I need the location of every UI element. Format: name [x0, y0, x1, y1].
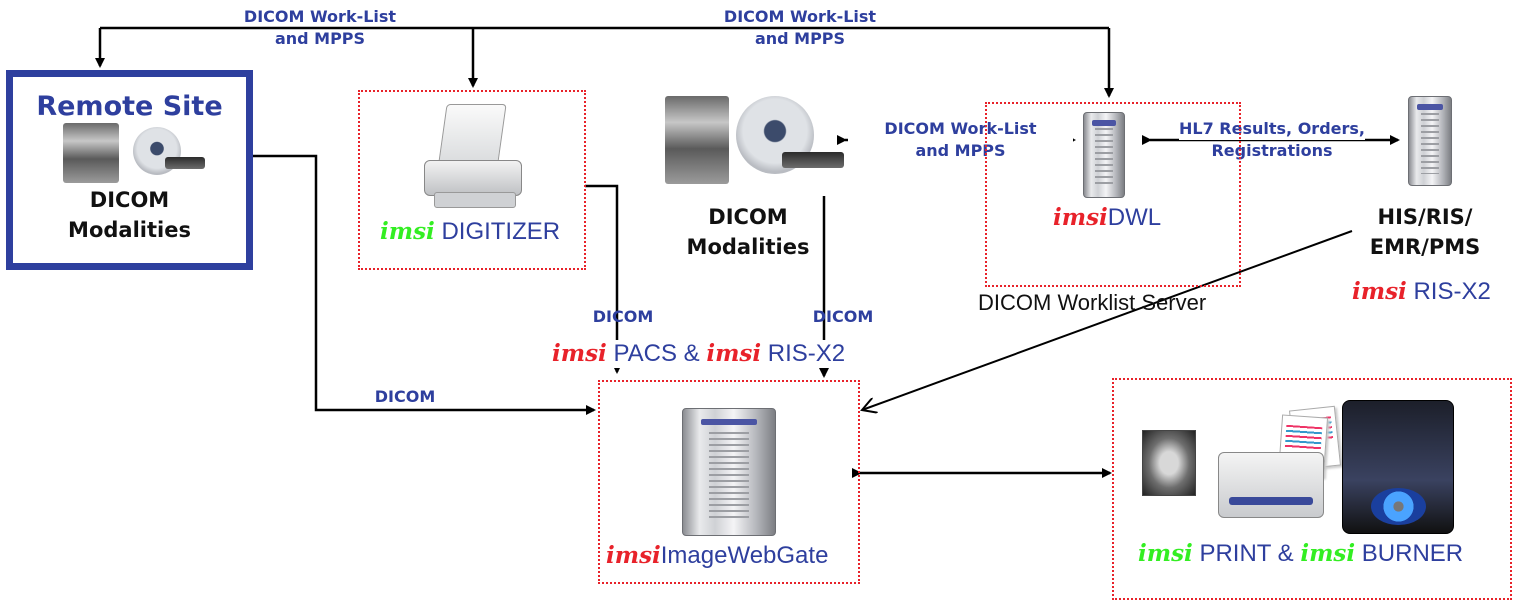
edge-label-dicom-digitizer: DICOM — [592, 307, 654, 326]
imagewebgate-label: imsiImageWebGate — [606, 542, 829, 569]
dwl-label: imsiDWL — [1053, 204, 1162, 231]
edge-label-dicom-remote: DICOM — [374, 387, 436, 406]
his-to-webgate — [862, 230, 1353, 410]
digitizer-box[interactable]: imsi DIGITIZER — [358, 90, 586, 270]
remote-site-title: Remote Site — [36, 91, 223, 122]
dwl-caption: DICOM Worklist Server — [978, 290, 1207, 315]
imagewebgate-box[interactable]: imsiImageWebGate — [598, 380, 860, 584]
his-ris-label: imsi RIS-X2 — [1352, 278, 1491, 305]
printer-icon — [1218, 452, 1324, 518]
his-caption: HIS/RIS/ EMR/PMS — [1369, 205, 1481, 259]
digitizer-label: imsi DIGITIZER — [380, 218, 561, 245]
ct-scanner-icon — [125, 127, 205, 185]
remote-to-webgate — [253, 154, 596, 415]
remote-site-box[interactable]: Remote Site DICOM Modalities — [6, 70, 253, 270]
his-server-icon — [1408, 96, 1452, 186]
edge-label-middle: DICOM Work-List and MPPS — [848, 118, 1073, 162]
edge-label-hl7: HL7 Results, Orders, Registrations — [1179, 118, 1365, 160]
print-burner-box[interactable]: imsi PRINT & imsi BURNER — [1112, 378, 1512, 600]
dwl-server-icon — [1083, 112, 1125, 198]
center-ct-scanner-icon — [730, 96, 845, 196]
edge-label-top-right: DICOM Work-List and MPPS — [723, 7, 877, 48]
disc-burner-icon — [1342, 400, 1454, 534]
edge-label-top-left: DICOM Work-List and MPPS — [243, 7, 397, 48]
modality-icon — [63, 123, 123, 185]
dwl-box[interactable]: imsiDWL — [985, 102, 1241, 287]
print-burner-label: imsi PRINT & imsi BURNER — [1138, 540, 1464, 567]
remote-site-caption: DICOM Modalities — [68, 188, 191, 242]
webgate-server-icon — [682, 408, 776, 536]
pacs-title: imsi PACS & imsi RIS-X2 — [552, 340, 846, 368]
center-modality-icon — [665, 96, 731, 186]
digitizer-to-webgate — [585, 184, 622, 374]
digitizer-icon — [424, 100, 524, 210]
xray-film-icon — [1142, 430, 1196, 496]
center-modalities-caption: DICOM Modalities — [686, 205, 810, 259]
edge-label-dicom-modalities: DICOM — [812, 307, 874, 326]
